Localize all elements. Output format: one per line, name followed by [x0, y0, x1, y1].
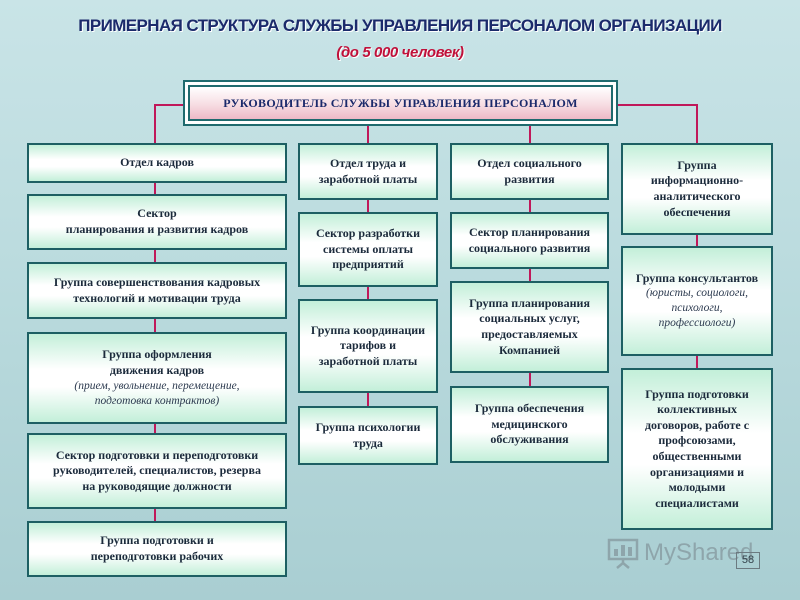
box-hr-movement-group: Группа оформления движения кадров (прием… [27, 332, 287, 424]
box-line: труда [353, 435, 383, 450]
box-line: Группа [677, 157, 717, 172]
page-number: 58 [736, 552, 760, 569]
box-line: коллективных [657, 402, 737, 417]
box-worker-training-group: Группа подготовки и переподготовки рабоч… [27, 521, 287, 577]
box-medical-service-group: Группа обеспечения медицинского обслужив… [450, 386, 609, 463]
box-line: Сектор разработки [315, 226, 421, 241]
box-line: Сектор планирования [468, 224, 591, 239]
box-hr-department: Отдел кадров [27, 143, 287, 183]
box-labor-wages-department: Отдел труда и заработной платы [298, 143, 438, 200]
box-line: развития [504, 171, 555, 186]
box-manager-training-sector: Сектор подготовки и переподготовки руков… [27, 433, 287, 509]
box-line: обслуживания [490, 432, 569, 447]
box-social-services-group: Группа планирования социальных услуг, пр… [450, 281, 609, 373]
box-line: тарифов и [339, 338, 397, 353]
box-line: Группа подготовки [645, 386, 749, 401]
page-subtitle: (до 5 000 человек) [336, 44, 464, 61]
box-pay-system-sector: Сектор разработки системы оплаты предпри… [298, 212, 438, 287]
box-line: социального развития [468, 240, 591, 255]
box-line: переподготовки рабочих [90, 549, 224, 563]
box-consultants-group: Группа консультантов (юристы, социологи,… [621, 246, 773, 356]
box-line: Группа консультантов [635, 270, 759, 285]
box-line: Сектор подготовки и переподготовки [55, 447, 259, 462]
box-line: организациями и [649, 464, 745, 479]
box-line: Группа обеспечения [474, 401, 585, 416]
box-line: Группа оформления [102, 347, 212, 362]
box-line: заработной платы [318, 353, 418, 368]
box-labor-psychology-group: Группа психологии труда [298, 406, 438, 465]
box-line: молодыми [668, 480, 726, 495]
box-line: информационно- [650, 173, 744, 188]
page-title: ПРИМЕРНАЯ СТРУКТУРА СЛУЖБЫ УПРАВЛЕНИЯ ПЕ… [78, 16, 722, 35]
watermark-text: MyShared [644, 539, 754, 566]
box-collective-agreements-group: Группа подготовки коллективных договоров… [621, 368, 773, 530]
box-hr-planning-sector: Сектор планирования и развития кадров [27, 194, 287, 250]
box-line: движения кадров [109, 363, 205, 378]
box-note: подготовка контрактов) [94, 394, 220, 407]
box-line: медицинского [491, 416, 568, 431]
box-line: обеспечения [663, 204, 731, 219]
box-hr-technologies-group: Группа совершенствования кадровых технол… [27, 262, 287, 319]
box-line: Сектор [137, 206, 177, 221]
box-tariff-coordination-group: Группа координации тарифов и заработной … [298, 299, 438, 393]
box-line: Группа координации [310, 322, 426, 337]
box-line: руководителей, специалистов, резерва [53, 463, 261, 478]
presentation-icon [607, 538, 639, 569]
box-line: Отдел кадров [120, 155, 194, 170]
box-note: (прием, увольнение, перемещение, [74, 379, 240, 392]
box-line: профсоюзами, [658, 433, 736, 448]
box-line: предоставляемых [481, 327, 578, 341]
box-line: предприятий [332, 257, 404, 272]
box-line: аналитического [653, 189, 741, 203]
box-note: профессиологи) [658, 317, 736, 330]
box-line: Отдел социального [477, 155, 582, 170]
box-line: на руководящие должности [82, 478, 232, 493]
box-line: Группа совершенствования кадровых [53, 274, 261, 289]
box-line: социальных услуг, [479, 311, 580, 326]
box-line: планирования и развития кадров [65, 222, 249, 236]
box-line: общественными [652, 449, 742, 463]
box-line: Компанией [498, 342, 561, 357]
box-line: системы оплаты [323, 241, 413, 256]
box-social-development-department: Отдел социального развития [450, 143, 609, 200]
box-line: специалистами [655, 495, 739, 510]
box-line: Группа подготовки и [100, 533, 214, 548]
box-note: (юристы, социологи, [646, 287, 748, 300]
box-line: Группа планирования [469, 295, 590, 310]
box-line: технологий и мотивации труда [73, 290, 241, 305]
box-line: Отдел труда и [330, 155, 406, 170]
box-line: Группа психологии [315, 419, 421, 434]
head-box: РУКОВОДИТЕЛЬ СЛУЖБЫ УПРАВЛЕНИЯ ПЕРСОНАЛО… [183, 80, 618, 126]
head-box-label: РУКОВОДИТЕЛЬ СЛУЖБЫ УПРАВЛЕНИЯ ПЕРСОНАЛО… [188, 85, 613, 121]
watermark: MyShared [606, 536, 753, 570]
box-analytics-group: Группа информационно- аналитического обе… [621, 143, 773, 235]
box-line: заработной платы [318, 171, 418, 186]
box-line: договоров, работе с [644, 417, 750, 432]
box-note: психологи, [671, 302, 723, 315]
box-social-planning-sector: Сектор планирования социального развития [450, 212, 609, 269]
